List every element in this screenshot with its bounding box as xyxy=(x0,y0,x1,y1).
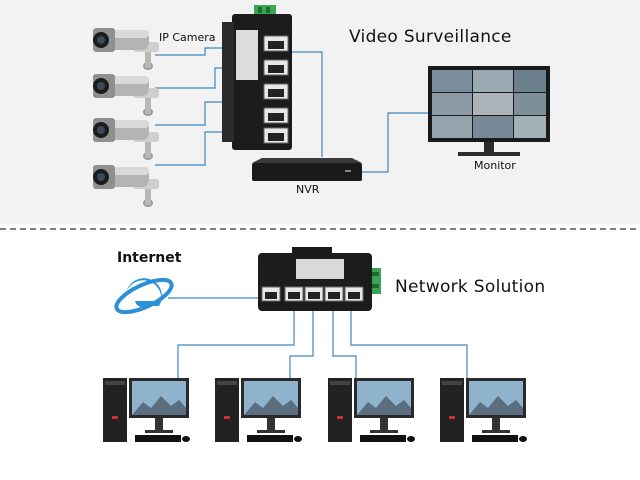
computer-1-icon xyxy=(103,378,190,442)
video-surveillance-title: Video Surveillance xyxy=(349,27,512,47)
switch-bottom-icon xyxy=(258,247,381,311)
internet-label: Internet xyxy=(117,250,182,266)
internet-explorer-logo-icon xyxy=(114,277,174,315)
monitor-icon xyxy=(428,66,550,156)
monitor-label: Monitor xyxy=(474,159,516,172)
switch-top-icon xyxy=(222,5,292,150)
computer-2-icon xyxy=(215,378,302,442)
ip-camera-label: IP Camera xyxy=(159,31,216,44)
bottom-link-lines xyxy=(168,297,468,382)
computer-4-icon xyxy=(440,378,527,442)
nvr-label: NVR xyxy=(296,183,320,196)
computer-3-icon xyxy=(328,378,415,442)
network-solution-title: Network Solution xyxy=(395,277,546,297)
nvr-icon xyxy=(252,158,362,181)
